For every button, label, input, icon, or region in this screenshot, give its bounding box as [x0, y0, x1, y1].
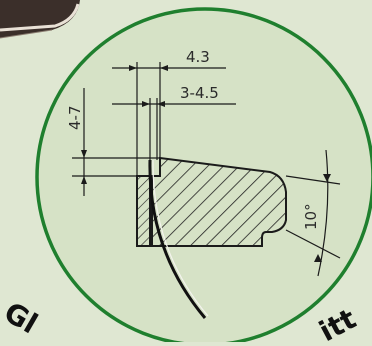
dimension-angle: 10° — [302, 203, 320, 230]
profile-section — [149, 156, 287, 247]
caption-fragment-right: itt — [314, 302, 362, 342]
dimension-3-4-5: 3-4.5 — [180, 84, 219, 102]
top-dimension-lines — [112, 62, 236, 176]
dimension-4-7: 4-7 — [66, 106, 84, 131]
dimension-4-3: 4.3 — [186, 48, 210, 66]
caption-fragment-left: Gl — [0, 295, 43, 340]
drawing-content: 4.3 3-4.5 4-7 10° — [66, 48, 341, 319]
angle-dimension-lines — [285, 149, 341, 277]
nose-block — [136, 175, 153, 247]
left-dimension-lines — [72, 88, 160, 196]
curved-wire — [148, 159, 207, 319]
thumbnail-corner — [0, 0, 80, 39]
